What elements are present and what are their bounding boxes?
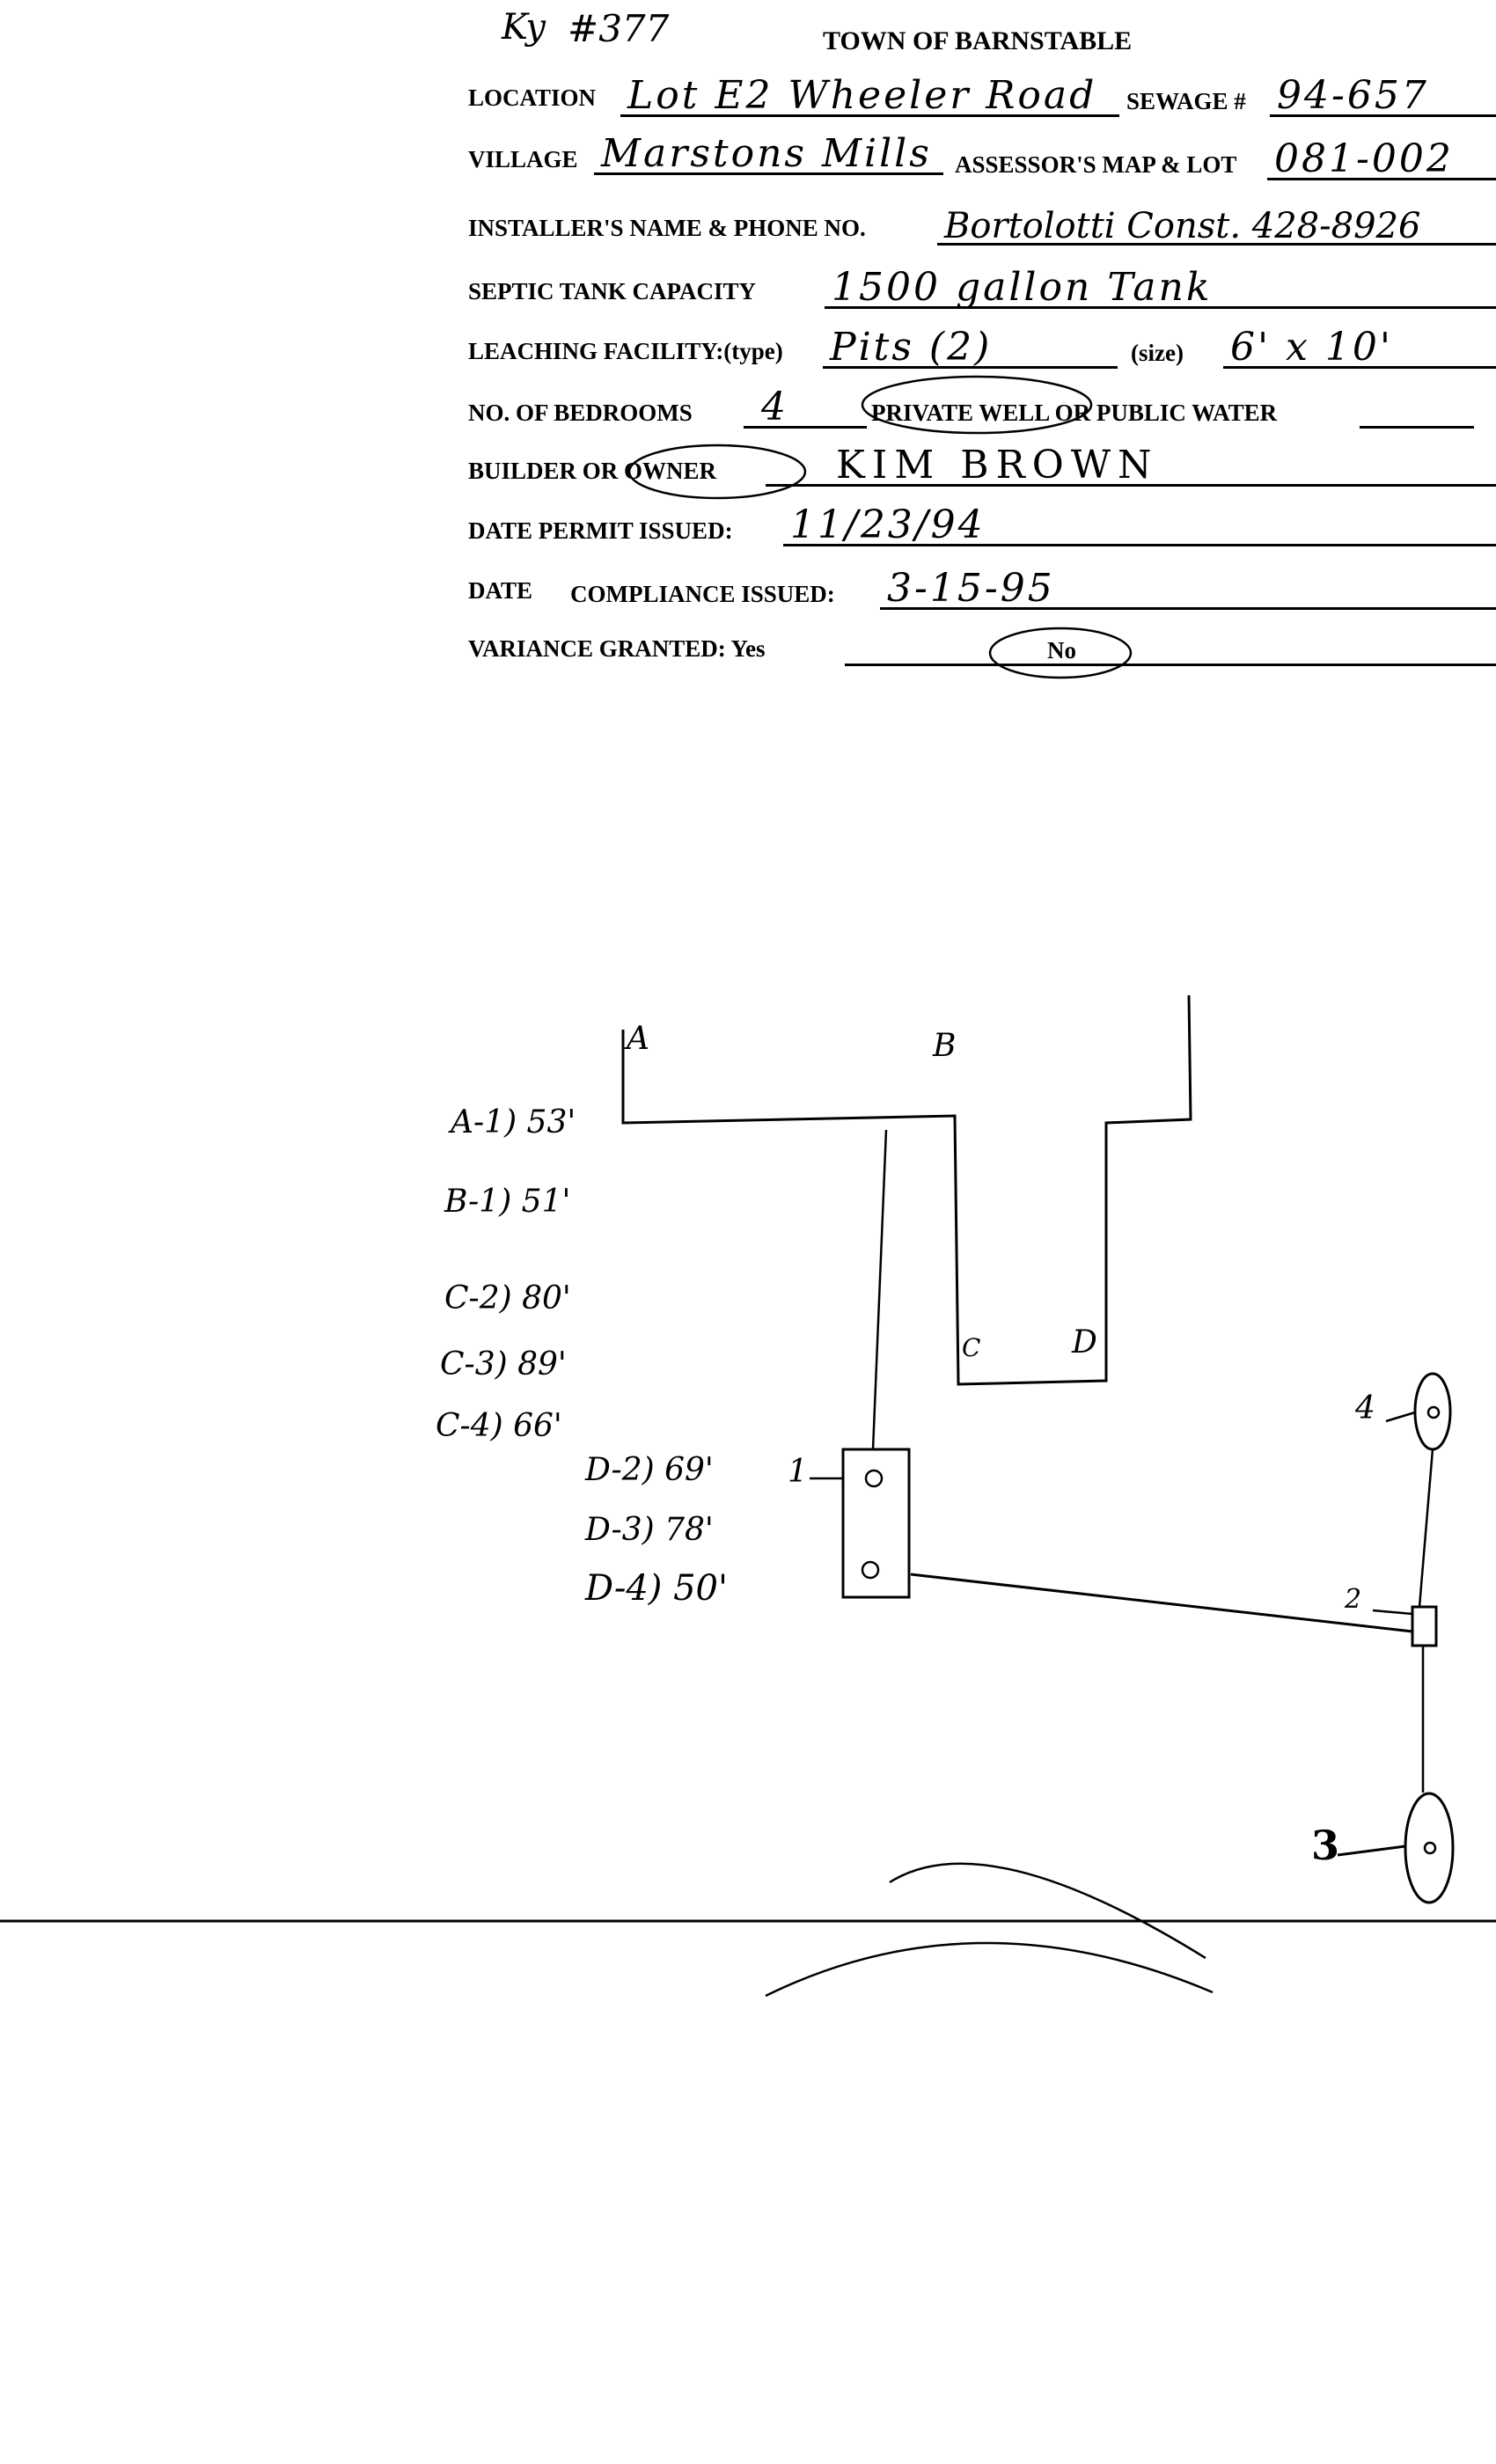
permit-label: DATE PERMIT ISSUED:: [468, 517, 733, 544]
corner-d: D: [1072, 1324, 1097, 1360]
distance-c3: C-3) 89': [440, 1346, 567, 1382]
distance-c2: C-2) 80': [444, 1280, 571, 1316]
distance-a1: A-1) 53': [451, 1104, 576, 1140]
corner-b: B: [933, 1028, 957, 1064]
permit-field[interactable]: 11/23/94: [783, 502, 1496, 547]
variance-label: VARIANCE GRANTED: Yes: [468, 635, 766, 662]
septic-field[interactable]: 1500 gallon Tank: [825, 265, 1496, 310]
septic-tank-1: [841, 1448, 911, 1599]
water-field[interactable]: [1360, 387, 1474, 429]
point-2: 2: [1345, 1584, 1362, 1615]
village-field[interactable]: Marstons Mills: [594, 131, 943, 176]
leaching-pit-3: [1404, 1792, 1455, 1904]
compliance-field[interactable]: 3-15-95: [880, 566, 1496, 611]
point-4: 4: [1355, 1390, 1375, 1426]
installer-label: INSTALLER'S NAME & PHONE NO.: [468, 215, 866, 241]
curve-lower: [765, 1941, 1214, 1998]
page-title: TOWN OF BARNSTABLE: [823, 26, 1133, 55]
location-field[interactable]: Lot E2 Wheeler Road: [620, 73, 1119, 118]
bedrooms-label: NO. OF BEDROOMS: [468, 400, 693, 426]
water-label: PRIVATE WELL OR PUBLIC WATER: [871, 400, 1278, 426]
leaching-label: LEACHING FACILITY:(type): [468, 338, 783, 364]
variance-no: No: [1047, 637, 1076, 664]
builder-label: BUILDER OR OWNER: [468, 458, 717, 484]
installer-field[interactable]: Bortolotti Const. 428-8926: [937, 204, 1496, 246]
point-1: 1: [788, 1454, 808, 1490]
distance-d4: D-4) 50': [585, 1568, 728, 1609]
leaching-field[interactable]: Pits (2): [823, 325, 1118, 370]
distance-c4: C-4) 66': [436, 1408, 562, 1444]
house-outline: [621, 994, 1192, 1386]
corner-a: A: [627, 1021, 649, 1057]
distance-d2: D-2) 69': [585, 1452, 714, 1488]
assessor-field[interactable]: 081-002: [1267, 136, 1496, 181]
assessor-label: ASSESSOR'S MAP & LOT: [955, 151, 1237, 178]
circle-no: [988, 627, 1133, 679]
curve-upper: [889, 1862, 1206, 1960]
circle-owner: [627, 444, 807, 500]
measure-line-1: [871, 1129, 888, 1450]
circle-private-well: [861, 375, 1093, 435]
size-field[interactable]: 6' x 10': [1223, 325, 1496, 370]
septic-label: SEPTIC TANK CAPACITY: [468, 278, 757, 304]
corner-c: C: [962, 1333, 981, 1362]
leaching-pit-4: [1413, 1372, 1452, 1451]
distance-d3: D-3) 78': [585, 1512, 714, 1548]
size-label: (size): [1131, 340, 1184, 366]
sewage-field[interactable]: 94-657: [1270, 73, 1496, 118]
distribution-box-2: [1411, 1605, 1438, 1647]
builder-field[interactable]: KIM BROWN: [766, 443, 1496, 488]
compliance-label: COMPLIANCE ISSUED:: [570, 581, 835, 607]
sewage-label: SEWAGE #: [1126, 88, 1246, 114]
variance-field[interactable]: [845, 625, 1496, 666]
distance-b1: B-1) 51': [444, 1184, 571, 1220]
point-3: 3: [1311, 1822, 1340, 1869]
file-number: #377: [568, 7, 670, 50]
location-label: LOCATION: [468, 84, 597, 111]
compliance-label-date: DATE: [468, 577, 533, 604]
pipe-line: [910, 1573, 1413, 1633]
initials: Ky: [502, 7, 546, 48]
bedrooms-field[interactable]: 4: [744, 385, 867, 429]
village-label: VILLAGE: [468, 146, 578, 172]
